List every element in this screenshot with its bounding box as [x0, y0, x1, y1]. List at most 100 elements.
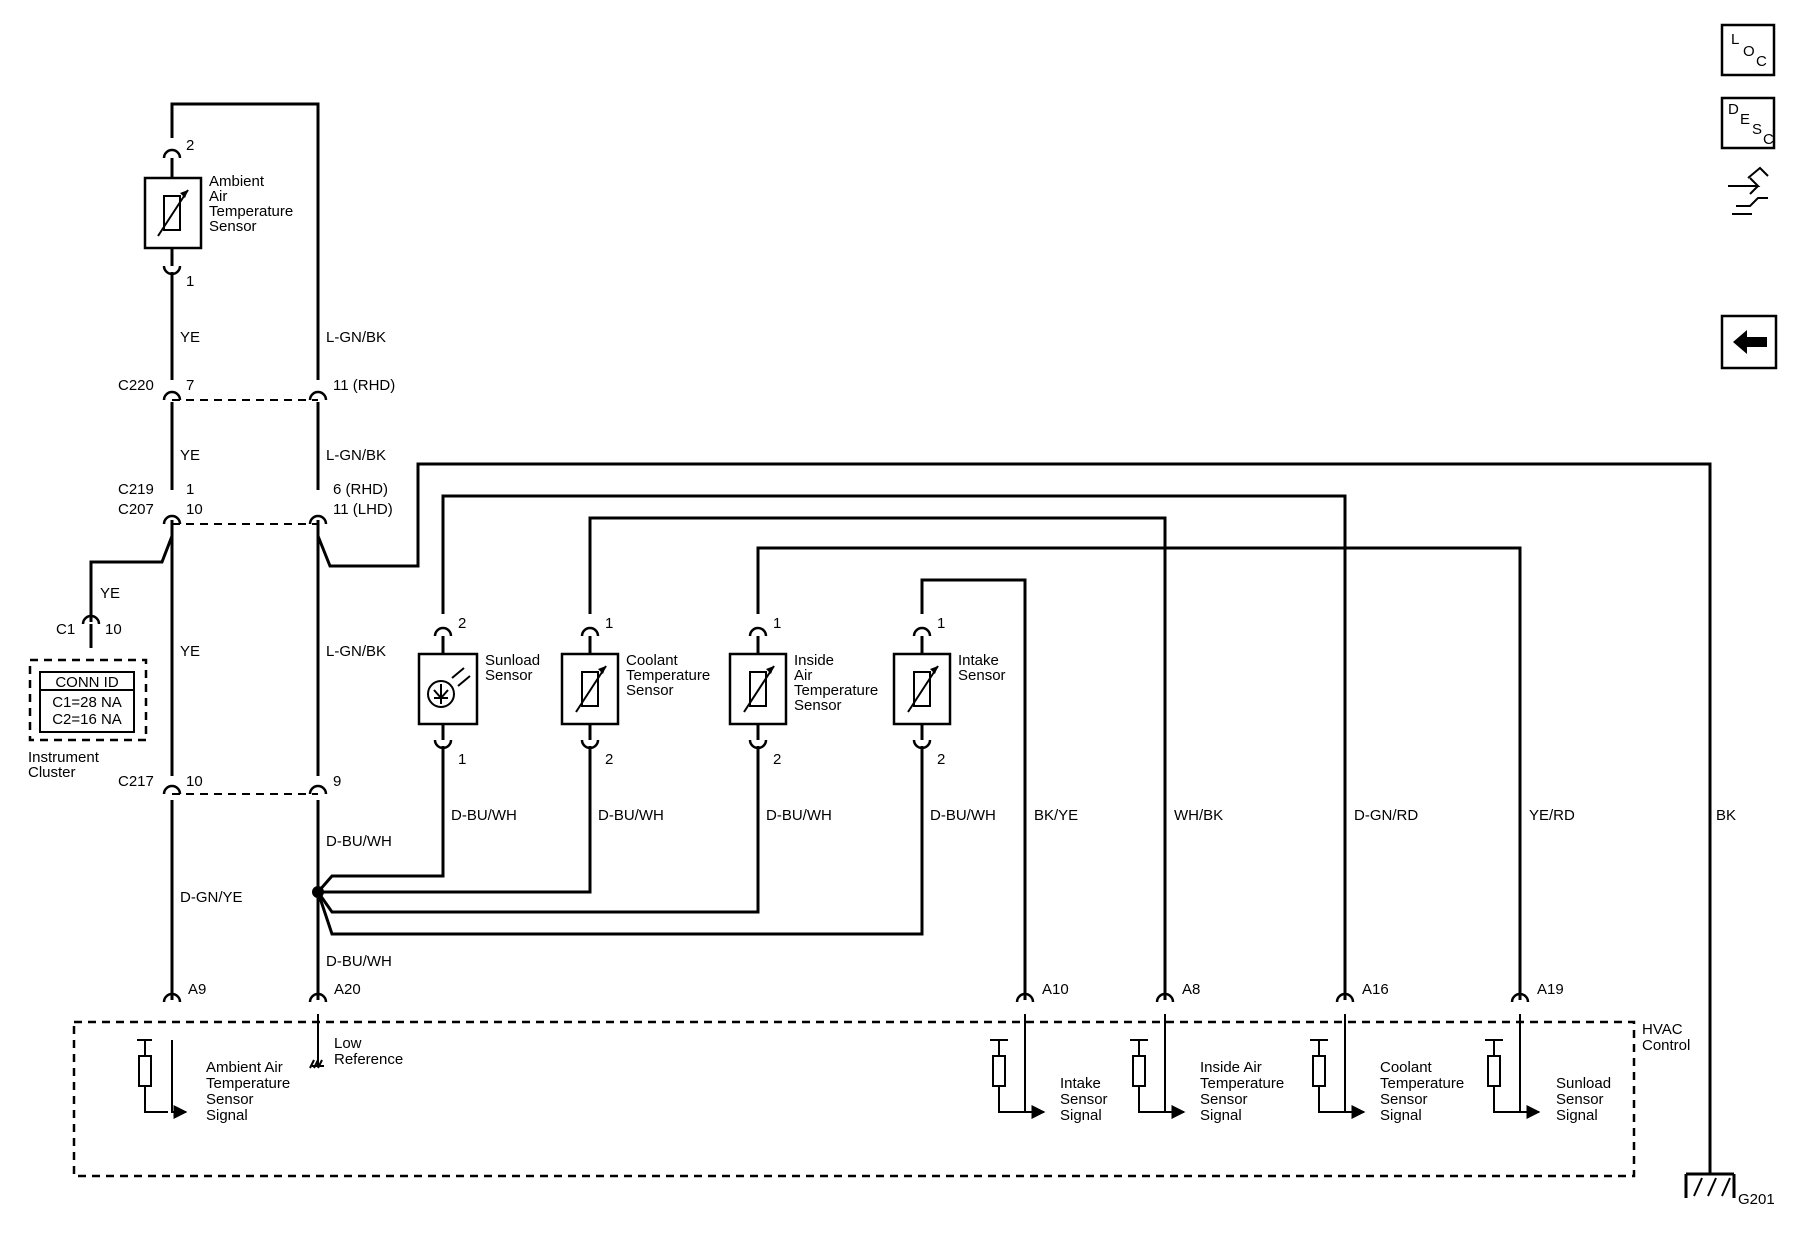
low-reference-ground: [309, 1014, 324, 1069]
svg-text:Air: Air: [209, 188, 227, 205]
svg-text:7: 7: [186, 377, 194, 394]
svg-text:Sensor: Sensor: [1060, 1091, 1108, 1108]
svg-text:1: 1: [186, 481, 194, 498]
connector-labels: C220 C219 C207 C217 C1: [56, 377, 154, 790]
svg-text:Intake: Intake: [958, 652, 999, 669]
svg-text:D-BU/WH: D-BU/WH: [598, 807, 664, 824]
svg-text:Coolant: Coolant: [626, 652, 679, 669]
svg-text:A20: A20: [334, 981, 361, 998]
svg-text:11 (LHD): 11 (LHD): [333, 501, 393, 518]
svg-text:Sensor: Sensor: [209, 218, 257, 235]
svg-text:Temperature: Temperature: [626, 667, 710, 684]
svg-text:1: 1: [937, 615, 945, 632]
svg-text:C2=16 NA: C2=16 NA: [52, 711, 122, 728]
svg-text:C217: C217: [118, 773, 154, 790]
svg-text:Sensor: Sensor: [626, 682, 674, 699]
svg-text:O: O: [1743, 43, 1755, 60]
svg-text:1: 1: [458, 751, 466, 768]
wire-color-labels: YE L-GN/BK YE L-GN/BK YE YE L-GN/BK D-BU…: [100, 329, 1736, 970]
svg-text:C: C: [1763, 131, 1774, 148]
svg-text:CONN ID: CONN ID: [55, 674, 119, 691]
svg-text:11 (RHD): 11 (RHD): [333, 377, 395, 394]
svg-text:D-BU/WH: D-BU/WH: [326, 953, 392, 970]
svg-text:Sensor: Sensor: [1380, 1091, 1428, 1108]
svg-text:10: 10: [105, 621, 122, 638]
svg-text:D-GN/YE: D-GN/YE: [180, 889, 243, 906]
svg-text:D-BU/WH: D-BU/WH: [451, 807, 517, 824]
svg-text:YE: YE: [180, 447, 200, 464]
svg-text:10: 10: [186, 773, 203, 790]
svg-text:S: S: [1752, 121, 1762, 138]
svg-text:Sensor: Sensor: [1556, 1091, 1604, 1108]
svg-text:Coolant: Coolant: [1380, 1059, 1433, 1076]
svg-text:1: 1: [605, 615, 613, 632]
svg-text:Sensor: Sensor: [1200, 1091, 1248, 1108]
svg-text:Signal: Signal: [1200, 1107, 1242, 1124]
pin-labels: 2 1 7 11 (RHD) 1 6 (RHD) 10 11 (LHD) 10 …: [105, 137, 1564, 998]
loc-icon[interactable]: L O C: [1720, 23, 1776, 77]
svg-text:Sensor: Sensor: [794, 697, 842, 714]
svg-text:C1=28 NA: C1=28 NA: [52, 694, 122, 711]
svg-text:Temperature: Temperature: [209, 203, 293, 220]
svg-text:Signal: Signal: [1060, 1107, 1102, 1124]
svg-text:Low: Low: [334, 1035, 362, 1052]
inside-air-temperature-sensor: Inside Air Temperature Sensor: [728, 652, 878, 726]
svg-text:C: C: [1756, 53, 1767, 70]
svg-text:C220: C220: [118, 377, 154, 394]
svg-text:YE: YE: [100, 585, 120, 602]
intake-signal-circuit: [990, 1014, 1046, 1119]
svg-text:A10: A10: [1042, 981, 1069, 998]
svg-text:Temperature: Temperature: [206, 1075, 290, 1092]
inside-signal-circuit: [1130, 1014, 1186, 1119]
svg-text:Control: Control: [1642, 1037, 1690, 1054]
svg-text:A16: A16: [1362, 981, 1389, 998]
svg-text:10: 10: [186, 501, 203, 518]
svg-text:L-GN/BK: L-GN/BK: [326, 643, 386, 660]
svg-text:Temperature: Temperature: [1200, 1075, 1284, 1092]
svg-text:2: 2: [937, 751, 945, 768]
svg-text:YE/RD: YE/RD: [1529, 807, 1575, 824]
back-arrow-icon[interactable]: [1720, 314, 1778, 370]
svg-text:Ambient: Ambient: [209, 173, 265, 190]
svg-text:WH/BK: WH/BK: [1174, 807, 1223, 824]
svg-text:Instrument: Instrument: [28, 749, 100, 766]
desc-icon[interactable]: D E S C: [1720, 96, 1776, 150]
svg-text:9: 9: [333, 773, 341, 790]
sunload-signal-circuit: [1485, 1014, 1541, 1119]
svg-text:Signal: Signal: [1556, 1107, 1598, 1124]
ground-g201: G201: [1684, 1172, 1775, 1208]
svg-text:D-BU/WH: D-BU/WH: [930, 807, 996, 824]
intake-sensor: Intake Sensor: [892, 652, 1006, 726]
instrument-cluster: CONN ID C1=28 NA C2=16 NA Instrument Clu…: [28, 658, 148, 781]
svg-text:Reference: Reference: [334, 1051, 403, 1068]
connector-icon[interactable]: [1728, 166, 1769, 215]
svg-text:Inside Air: Inside Air: [1200, 1059, 1262, 1076]
svg-text:A8: A8: [1182, 981, 1200, 998]
svg-text:Temperature: Temperature: [794, 682, 878, 699]
hvac-control-module: HVAC Control: [72, 1020, 1690, 1178]
ambient-signal-circuit: [137, 1039, 188, 1119]
svg-text:Sensor: Sensor: [485, 667, 533, 684]
svg-text:D-GN/RD: D-GN/RD: [1354, 807, 1418, 824]
coolant-signal-circuit: [1310, 1014, 1366, 1119]
svg-text:2: 2: [186, 137, 194, 154]
svg-text:L: L: [1731, 31, 1739, 48]
svg-text:YE: YE: [180, 643, 200, 660]
svg-text:1: 1: [773, 615, 781, 632]
hvac-signal-labels: Ambient Air Temperature Sensor Signal Lo…: [206, 1035, 1611, 1124]
svg-text:HVAC: HVAC: [1642, 1021, 1683, 1038]
svg-text:C207: C207: [118, 501, 154, 518]
svg-text:L-GN/BK: L-GN/BK: [326, 447, 386, 464]
svg-text:D-BU/WH: D-BU/WH: [326, 833, 392, 850]
svg-text:Sunload: Sunload: [485, 652, 540, 669]
svg-text:Air: Air: [794, 667, 812, 684]
ambient-air-temperature-sensor: Ambient Air Temperature Sensor: [143, 173, 293, 250]
svg-text:Cluster: Cluster: [28, 764, 76, 781]
svg-text:A19: A19: [1537, 981, 1564, 998]
svg-text:6 (RHD): 6 (RHD): [333, 481, 388, 498]
svg-text:Sensor: Sensor: [958, 667, 1006, 684]
svg-text:Signal: Signal: [206, 1107, 248, 1124]
svg-text:Sensor: Sensor: [206, 1091, 254, 1108]
svg-text:L-GN/BK: L-GN/BK: [326, 329, 386, 346]
